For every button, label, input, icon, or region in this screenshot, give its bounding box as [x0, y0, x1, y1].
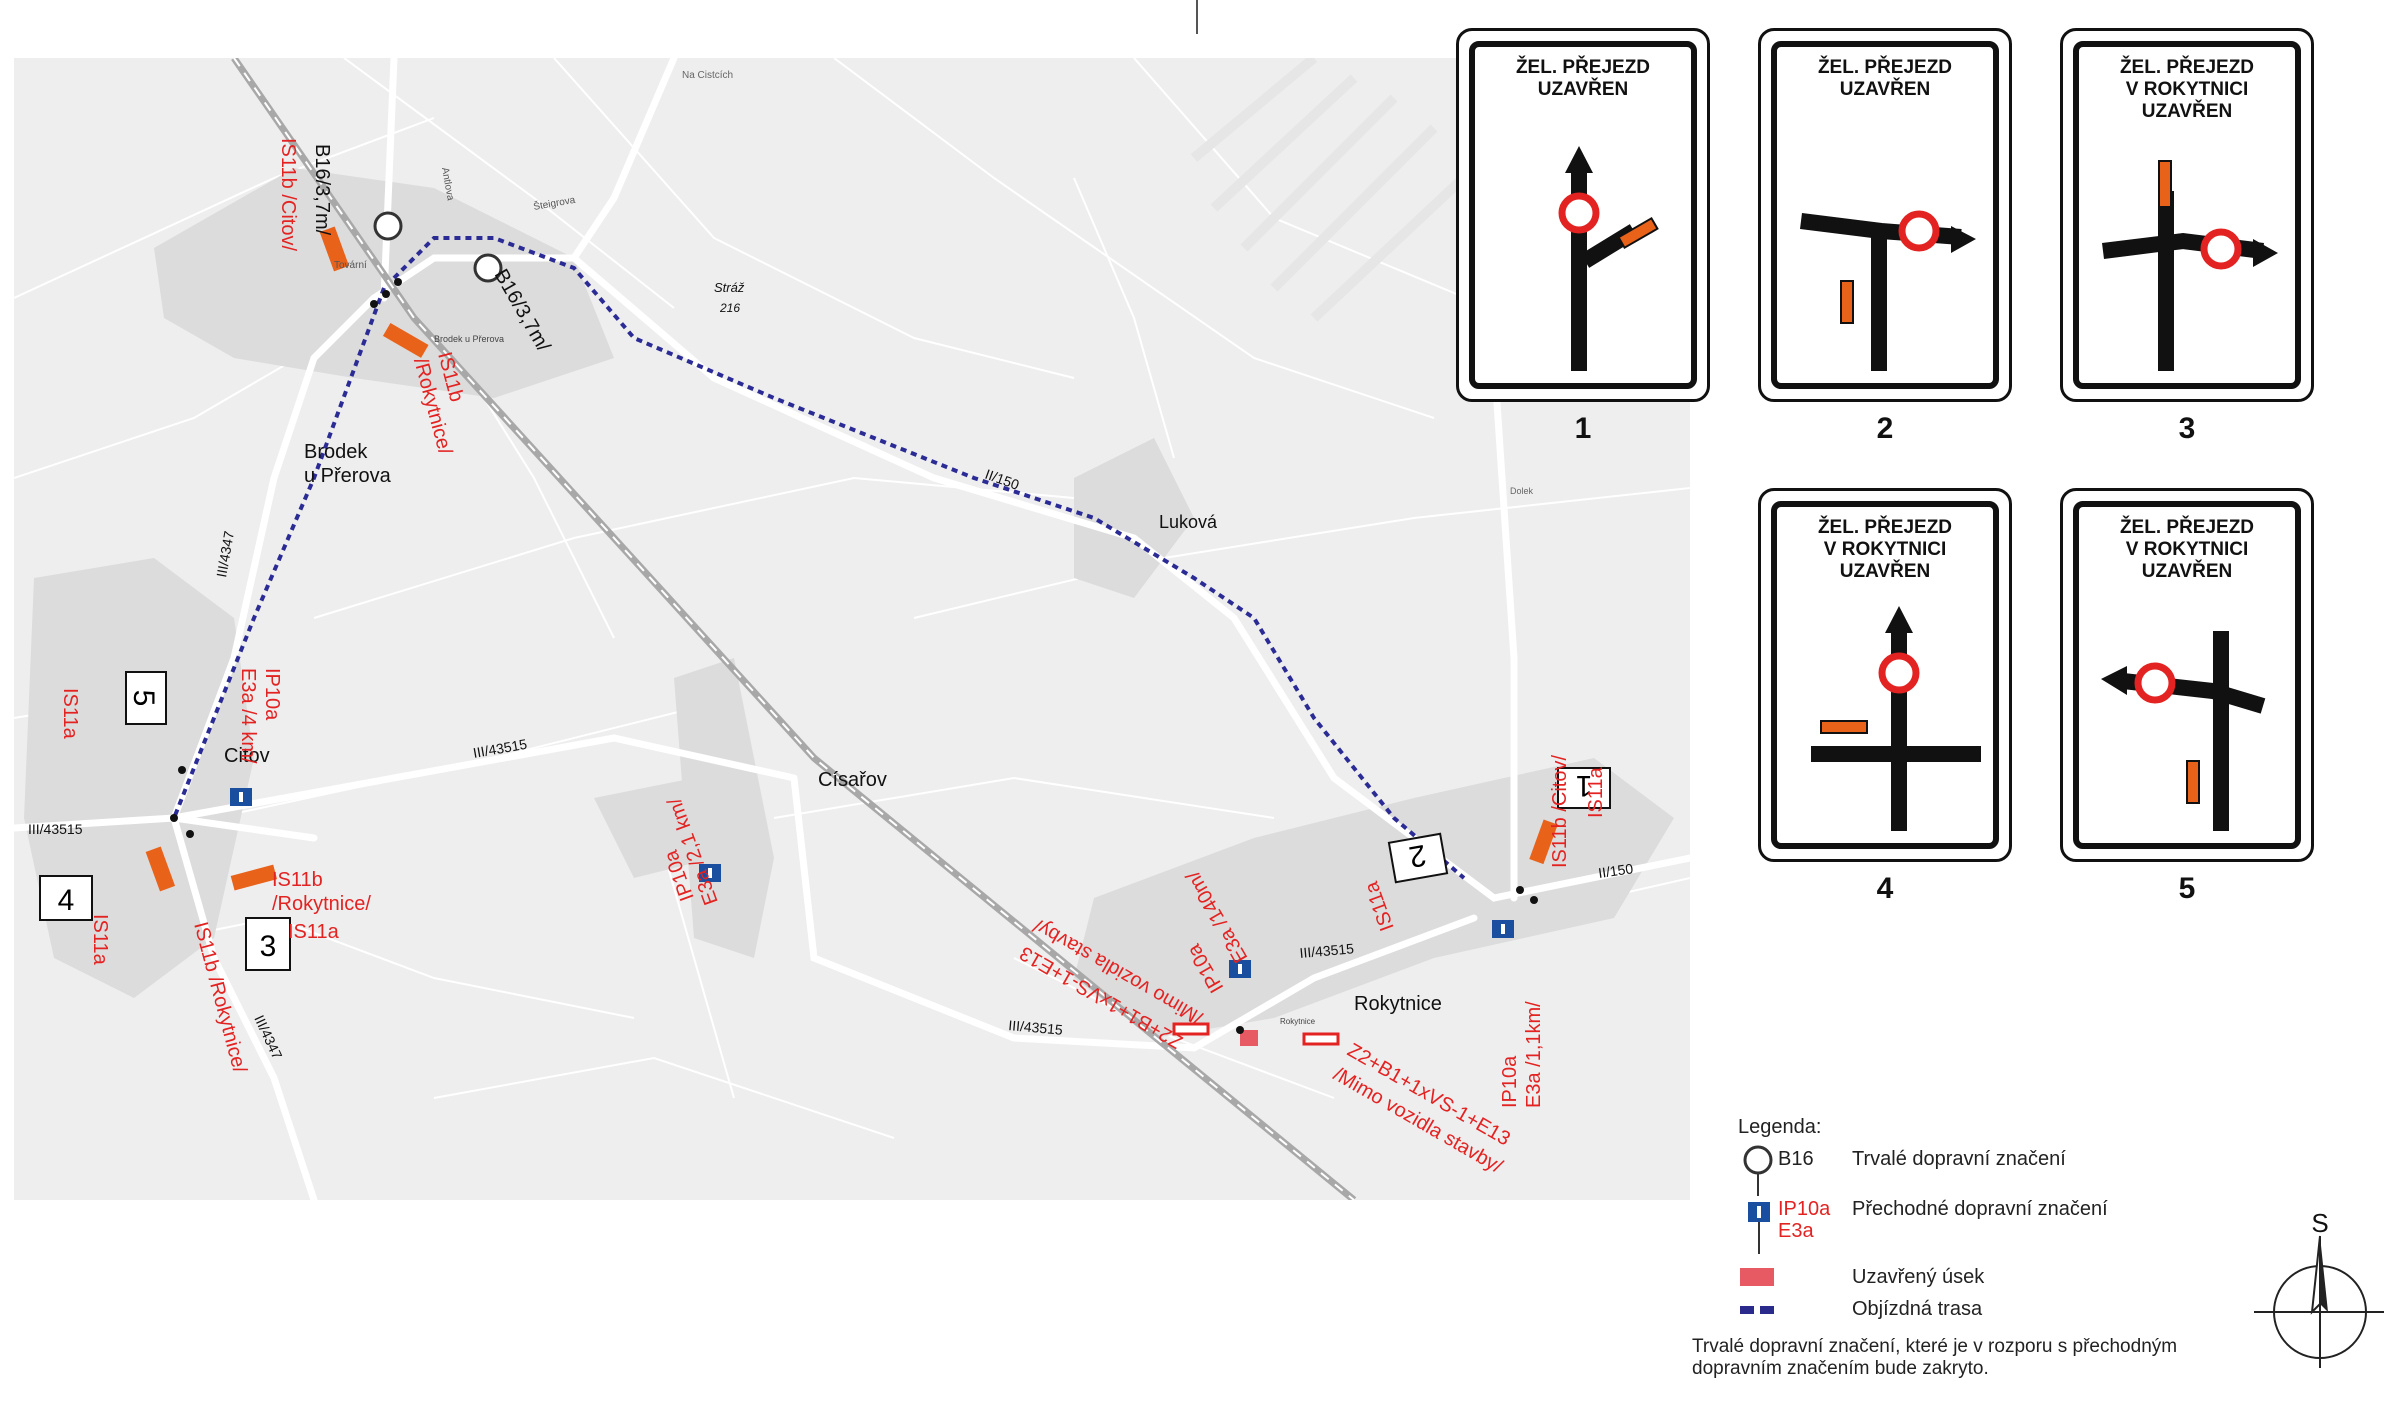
railway: [231, 58, 1357, 1200]
sign-number-5: 5: [2178, 872, 2196, 905]
sign-number-2: 2: [1876, 412, 1894, 445]
ip10a-legend-icon: [1748, 1202, 1770, 1254]
location-markers: 1 2 3 4 5: [39, 671, 1611, 971]
sign-pictogram: [1558, 146, 1659, 371]
road-43515-a: III/43515: [28, 821, 83, 837]
place-straz-elev: 216: [719, 301, 740, 315]
road-150-b: II/150: [1597, 860, 1634, 881]
place-lukova: Luková: [1159, 512, 1218, 532]
legend-note: Trvalé dopravní značení, které je v rozp…: [1692, 1336, 2178, 1379]
ann-is11a-r: IS11a: [1585, 766, 1607, 818]
sign-border: ŽEL. PŘEJEZD V ROKYTNICI UZAVŘEN: [1771, 501, 1999, 849]
ann-is11b-citov-r: IS11b /Citov/: [1549, 755, 1571, 868]
sign-border: ŽEL. PŘEJEZD V ROKYTNICI UZAVŘEN: [2073, 41, 2301, 389]
sign-border: ŽEL. PŘEJEZD UZAVŘEN: [1771, 41, 1999, 389]
crossing-barriers: [1172, 1022, 1340, 1046]
legend-detour-swatch: [1740, 1306, 1754, 1314]
sign-title: ŽEL. PŘEJEZD V ROKYTNICI UZAVŘEN: [1817, 517, 1953, 582]
sign-title: ŽEL. PŘEJEZD V ROKYTNICI UZAVŘEN: [2119, 57, 2255, 122]
place-straz: Stráž: [714, 280, 745, 295]
place-brodek-line1: Brodek: [304, 441, 368, 463]
ann-is11a-left: IS11a: [59, 688, 81, 740]
ann-is11b-rok-mid-2: /Rokytnice/: [272, 893, 371, 915]
ann-is11b-citov-top: IS11b /Citov/: [277, 138, 299, 251]
marker-4: 4: [58, 884, 75, 917]
road-43515-d: III/43515: [1299, 940, 1355, 961]
sign-number-1: 1: [1574, 412, 1592, 445]
blue-ip10a-signs: [230, 788, 1514, 978]
sign-pictogram: [1811, 606, 1981, 831]
ann-is11b-rok-mid-1: IS11b: [272, 869, 323, 891]
marker-1: 1: [1576, 769, 1593, 802]
legend-ip10a-code: IP10a: [1778, 1198, 1831, 1220]
place-citov: Citov: [224, 745, 270, 767]
ann-b16-top: B16/3,7m/: [311, 144, 333, 236]
field-boundaries: [14, 58, 1690, 1139]
top-divider: [1196, 0, 1198, 34]
forest-area: [1190, 58, 1478, 322]
sign-title: ŽEL. PŘEJEZD UZAVŘEN: [1515, 57, 1651, 100]
legend-heading: Legenda:: [1738, 1116, 1822, 1138]
sign-pictogram: [1800, 210, 1976, 371]
legend-detour-swatch-2: [1760, 1306, 1774, 1314]
marker-5: 5: [127, 690, 160, 707]
place-names: Brodek u Přerova Citov Císařov Luková Ro…: [224, 70, 1534, 1026]
road-43515-c: III/43515: [1008, 1017, 1064, 1038]
sign-border: ŽEL. PŘEJEZD UZAVŘEN: [1469, 41, 1697, 389]
street-tovarni: Tovární: [334, 260, 367, 271]
place-na-cistcich: Na Cistcích: [682, 70, 733, 81]
legend-detour-desc: Objízdná trasa: [1852, 1298, 1983, 1320]
station-brodek: Brodek u Přerova: [434, 334, 504, 344]
sign-number-3: 3: [2178, 412, 2196, 445]
junction-dots: [170, 278, 1538, 1034]
legend-ip10a-desc: Přechodné dopravní značení: [1852, 1198, 2108, 1220]
ann-ip10a-left-2: E3a /4 km/: [237, 668, 259, 764]
compass-label: S: [2311, 1208, 2328, 1238]
legend-b16-desc: Trvalé dopravní značení: [1852, 1148, 2066, 1170]
legend-e3a-code: E3a: [1778, 1220, 1814, 1242]
legend-b16-code: B16: [1778, 1148, 1814, 1170]
b16-signs: [373, 211, 503, 283]
closed-section-marker: [1240, 1030, 1258, 1046]
legend-closed-desc: Uzavřený úsek: [1852, 1266, 1985, 1288]
ann-is11a-sw: IS11a: [89, 914, 111, 966]
ann-ip10a-rok-2: E3a /1,1km/: [1523, 1001, 1545, 1108]
legend-closed-swatch: [1740, 1268, 1774, 1286]
place-rokytnice: Rokytnice: [1354, 993, 1442, 1015]
north-arrow: S: [2254, 1208, 2384, 1368]
place-dolek: Dolek: [1510, 486, 1534, 496]
detour-sign-4: ŽEL. PŘEJEZD V ROKYTNICI UZAVŘEN: [1758, 488, 2012, 862]
marker-2: 2: [1406, 838, 1428, 873]
marker-3: 3: [260, 930, 277, 963]
detour-sign-1: ŽEL. PŘEJEZD UZAVŘEN: [1456, 28, 1710, 402]
ann-ip10a-rok-1: IP10a: [1499, 1055, 1521, 1108]
place-cisarov: Císařov: [818, 769, 887, 791]
detour-route: [172, 236, 1466, 880]
sign-pictogram: [2102, 160, 2278, 371]
detour-sign-5: ŽEL. PŘEJEZD V ROKYTNICI UZAVŘEN: [2060, 488, 2314, 862]
route-map[interactable]: 1 2 3 4 5 Brodek u Přerova Citov Císařov…: [14, 58, 1690, 1200]
ann-is11a-mid: IS11a: [288, 921, 340, 943]
detour-sign-3: ŽEL. PŘEJEZD V ROKYTNICI UZAVŘEN: [2060, 28, 2314, 402]
place-brodek-line2: u Přerova: [304, 465, 392, 487]
detour-sign-2: ŽEL. PŘEJEZD UZAVŘEN: [1758, 28, 2012, 402]
station-rokytnice: Rokytnice: [1280, 1017, 1316, 1026]
orange-direction-signs: [145, 226, 1558, 892]
sign-title: ŽEL. PŘEJEZD V ROKYTNICI UZAVŘEN: [2119, 517, 2255, 582]
sign-border: ŽEL. PŘEJEZD V ROKYTNICI UZAVŘEN: [2073, 501, 2301, 849]
b16-legend-icon: [1743, 1145, 1773, 1196]
sign-title: ŽEL. PŘEJEZD UZAVŘEN: [1817, 57, 1953, 100]
ann-ip10a-left-1: IP10a: [261, 668, 283, 721]
sign-pictogram: [2101, 631, 2266, 831]
sign-number-4: 4: [1876, 872, 1894, 905]
